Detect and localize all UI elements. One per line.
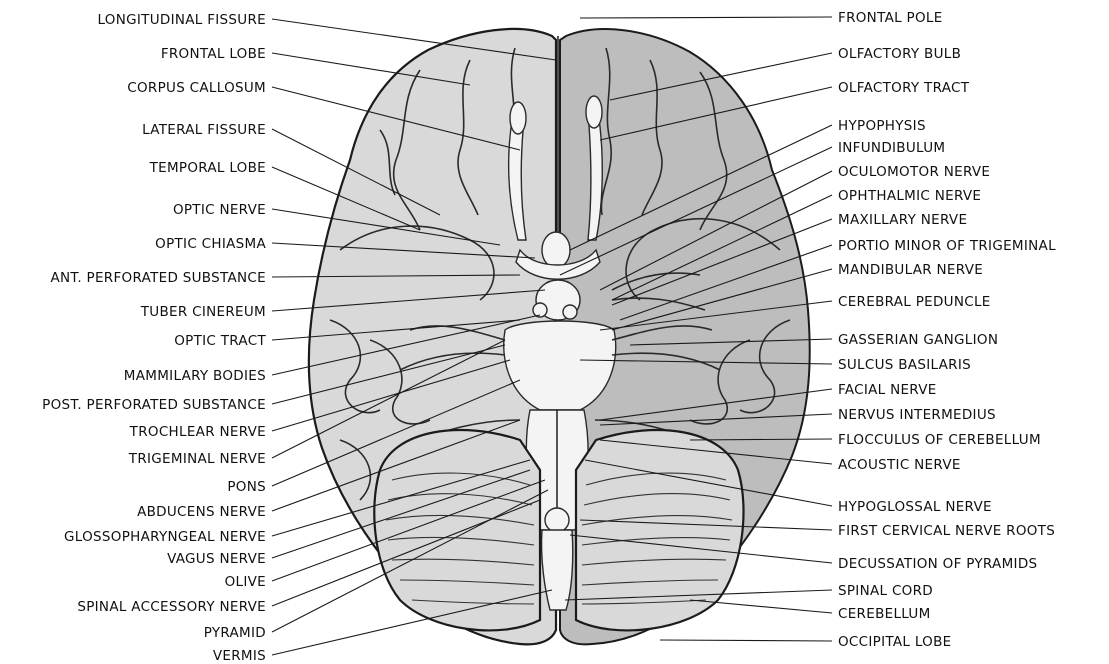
label-sulcus-basilaris: SULCUS BASILARIS — [838, 357, 971, 373]
label-decussation-of-pyramids: DECUSSATION OF PYRAMIDS — [838, 556, 1037, 572]
label-longitudinal-fissure: LONGITUDINAL FISSURE — [97, 12, 266, 28]
label-tuber-cinereum: TUBER CINEREUM — [140, 304, 266, 320]
label-ant-perforated-substance: ANT. PERFORATED SUBSTANCE — [50, 270, 266, 286]
label-abducens-nerve: ABDUCENS NERVE — [137, 504, 266, 520]
label-pons: PONS — [227, 479, 266, 495]
left-labels: LONGITUDINAL FISSURE FRONTAL LOBE CORPUS… — [42, 12, 266, 664]
label-frontal-pole: FRONTAL POLE — [838, 10, 943, 26]
label-facial-nerve: FACIAL NERVE — [838, 382, 937, 398]
label-portio-minor-of-trigeminal: PORTIO MINOR OF TRIGEMINAL — [838, 238, 1056, 254]
label-flocculus-of-cerebellum: FLOCCULUS OF CEREBELLUM — [838, 432, 1041, 448]
label-maxillary-nerve: MAXILLARY NERVE — [838, 212, 967, 228]
label-acoustic-nerve: ACOUSTIC NERVE — [838, 457, 961, 473]
label-mammilary-bodies: MAMMILARY BODIES — [124, 368, 266, 384]
label-olfactory-tract: OLFACTORY TRACT — [838, 80, 970, 96]
label-corpus-callosum: CORPUS CALLOSUM — [127, 80, 266, 96]
label-trigeminal-nerve: TRIGEMINAL NERVE — [128, 451, 266, 467]
label-frontal-lobe: FRONTAL LOBE — [161, 46, 266, 62]
label-olfactory-bulb: OLFACTORY BULB — [838, 46, 961, 62]
label-hypophysis: HYPOPHYSIS — [838, 118, 926, 134]
leader-line — [580, 17, 832, 18]
label-vermis: VERMIS — [213, 648, 266, 664]
label-spinal-accessory-nerve: SPINAL ACCESSORY NERVE — [77, 599, 266, 615]
label-temporal-lobe: TEMPORAL LOBE — [149, 160, 266, 176]
label-glossopharyngeal-nerve: GLOSSOPHARYNGEAL NERVE — [64, 529, 266, 545]
label-pyramid: PYRAMID — [204, 625, 266, 641]
label-cerebral-peduncle: CEREBRAL PEDUNCLE — [838, 294, 991, 310]
label-hypoglossal-nerve: HYPOGLOSSAL NERVE — [838, 499, 992, 515]
label-first-cervical-nerve-roots: FIRST CERVICAL NERVE ROOTS — [838, 523, 1055, 539]
label-spinal-cord: SPINAL CORD — [838, 583, 933, 599]
label-gasserian-ganglion: GASSERIAN GANGLION — [838, 332, 998, 348]
label-post-perforated-substance: POST. PERFORATED SUBSTANCE — [42, 397, 266, 413]
label-optic-nerve: OPTIC NERVE — [173, 202, 266, 218]
label-olive: OLIVE — [225, 574, 266, 590]
label-nervus-intermedius: NERVUS INTERMEDIUS — [838, 407, 996, 423]
label-optic-chiasma: OPTIC CHIASMA — [155, 236, 266, 252]
label-cerebellum: CEREBELLUM — [838, 606, 931, 622]
label-optic-tract: OPTIC TRACT — [174, 333, 266, 349]
leader-line — [660, 640, 832, 641]
label-infundibulum: INFUNDIBULUM — [838, 140, 945, 156]
cerebellum-right — [576, 430, 744, 630]
label-trochlear-nerve: TROCHLEAR NERVE — [129, 424, 266, 440]
label-mandibular-nerve: MANDIBULAR NERVE — [838, 262, 983, 278]
label-occipital-lobe: OCCIPITAL LOBE — [838, 634, 952, 650]
right-labels: FRONTAL POLE OLFACTORY BULB OLFACTORY TR… — [838, 10, 1056, 650]
label-ophthalmic-nerve: OPHTHALMIC NERVE — [838, 188, 981, 204]
label-lateral-fissure: LATERAL FISSURE — [142, 122, 266, 138]
label-oculomotor-nerve: OCULOMOTOR NERVE — [838, 164, 990, 180]
label-vagus-nerve: VAGUS NERVE — [167, 551, 266, 567]
cerebellum — [374, 430, 540, 630]
